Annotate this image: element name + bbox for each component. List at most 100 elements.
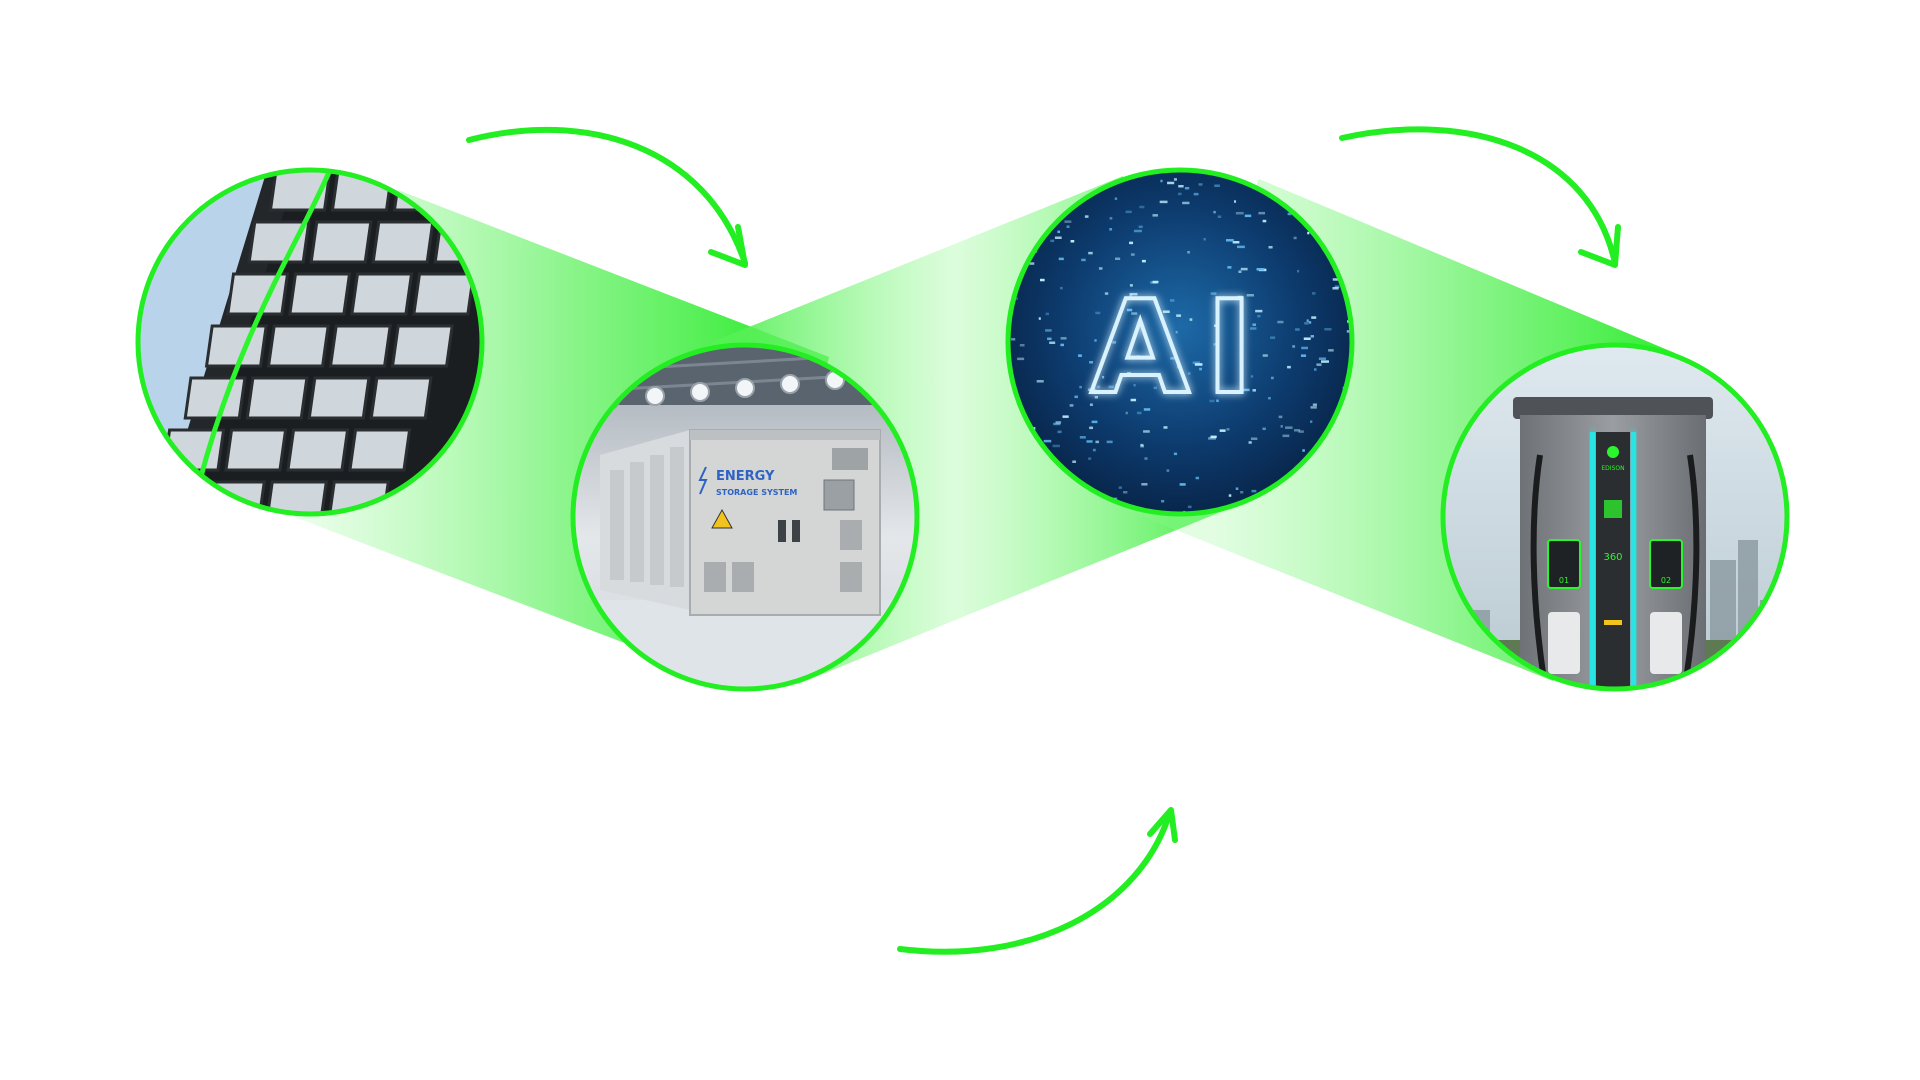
data-particle xyxy=(1250,179,1254,183)
data-particle xyxy=(1112,341,1117,344)
data-particle xyxy=(1318,357,1326,360)
data-particle xyxy=(1019,343,1025,347)
data-particle xyxy=(1330,205,1335,208)
data-particle xyxy=(1287,212,1292,216)
data-particle xyxy=(1139,205,1145,209)
data-particle xyxy=(1214,184,1220,187)
solar-panel xyxy=(454,170,482,212)
data-particle xyxy=(1256,268,1265,271)
data-particle xyxy=(1252,323,1257,326)
data-particle xyxy=(1089,403,1093,406)
data-particle xyxy=(1138,225,1143,229)
data-particle xyxy=(1055,421,1062,424)
data-particle xyxy=(1328,349,1334,352)
data-particle xyxy=(1180,390,1184,393)
data-particle xyxy=(1179,483,1186,486)
data-particle xyxy=(1302,449,1305,452)
data-particle xyxy=(1038,317,1041,320)
data-particle xyxy=(1058,257,1064,261)
data-particle xyxy=(1306,319,1309,322)
data-particle xyxy=(1199,367,1202,371)
solar-panel xyxy=(288,272,352,316)
data-particle xyxy=(1088,251,1093,255)
data-particle xyxy=(1262,427,1266,431)
data-particle xyxy=(1153,386,1158,390)
solar-canopy-node xyxy=(135,167,485,517)
curved-arrow-icon xyxy=(466,126,748,266)
data-particle xyxy=(1020,185,1029,188)
solar-panel xyxy=(183,376,247,420)
data-particle xyxy=(1250,437,1258,440)
data-particle xyxy=(1195,476,1200,480)
solar-panel xyxy=(307,376,371,420)
data-particle xyxy=(1243,388,1250,392)
data-particle xyxy=(1129,292,1138,296)
data-particle xyxy=(1126,372,1132,375)
data-particle xyxy=(1108,385,1114,389)
data-particle xyxy=(1184,186,1190,190)
data-particle xyxy=(1225,239,1234,242)
data-particle xyxy=(1162,310,1170,313)
data-particle xyxy=(1104,292,1109,295)
data-particle xyxy=(1210,435,1217,439)
data-particle xyxy=(1280,425,1283,428)
data-particle xyxy=(1237,245,1245,249)
data-particle xyxy=(1303,337,1311,340)
data-particle xyxy=(1057,230,1061,234)
data-particle xyxy=(1133,229,1142,233)
data-particle xyxy=(1133,384,1136,387)
ceiling-lamp xyxy=(690,382,710,402)
data-particle xyxy=(1187,372,1191,375)
data-particle xyxy=(1057,430,1062,434)
data-particle xyxy=(1078,354,1082,357)
data-particle xyxy=(1038,198,1042,201)
data-particle xyxy=(1123,490,1128,494)
data-particle xyxy=(1161,499,1165,503)
solar-panel xyxy=(245,376,309,420)
data-particle xyxy=(1097,385,1101,389)
arrow-ai-to-charger xyxy=(1339,126,1621,268)
data-particle xyxy=(1310,335,1315,338)
data-particle xyxy=(1125,411,1128,415)
data-particle xyxy=(1040,278,1045,282)
data-particle xyxy=(1136,411,1142,415)
data-particle xyxy=(1187,250,1190,254)
data-particle xyxy=(1064,220,1072,223)
data-particle xyxy=(1045,180,1049,183)
solar-panel xyxy=(348,428,412,472)
charger-port-left: 01 xyxy=(1559,576,1569,585)
data-particle xyxy=(1176,314,1182,317)
data-particle xyxy=(1293,236,1297,240)
data-particle xyxy=(1324,327,1332,331)
data-particle xyxy=(1052,444,1060,448)
data-particle xyxy=(1270,336,1276,339)
data-particle xyxy=(1036,380,1044,383)
data-particle xyxy=(1141,259,1146,263)
data-particle xyxy=(1311,316,1317,319)
data-particle xyxy=(1088,457,1092,460)
data-particle xyxy=(1091,420,1098,424)
curved-arrow-icon xyxy=(897,809,1173,955)
ev-charger-node: 01 02 EDISON 360 xyxy=(1440,342,1790,692)
data-particle xyxy=(1250,327,1257,330)
data-particle xyxy=(1308,321,1312,324)
data-particle xyxy=(1282,434,1290,438)
data-particle xyxy=(1118,486,1122,489)
data-particle xyxy=(1255,309,1263,313)
data-particle xyxy=(1140,444,1144,448)
data-particle xyxy=(1173,178,1177,181)
storage-sign-line1: ENERGY xyxy=(716,469,775,484)
data-particle xyxy=(1045,312,1049,316)
data-particle xyxy=(1194,363,1203,366)
data-particle xyxy=(1136,354,1141,358)
data-particle xyxy=(1052,180,1060,183)
data-particle xyxy=(1193,192,1199,196)
data-particle xyxy=(1152,280,1159,284)
data-particle xyxy=(1235,487,1239,490)
data-particle xyxy=(1053,422,1061,426)
data-particle xyxy=(1235,211,1244,215)
data-particle xyxy=(1125,210,1132,214)
data-particle xyxy=(1277,320,1284,324)
data-particle xyxy=(1106,440,1113,444)
data-particle xyxy=(1115,257,1121,261)
